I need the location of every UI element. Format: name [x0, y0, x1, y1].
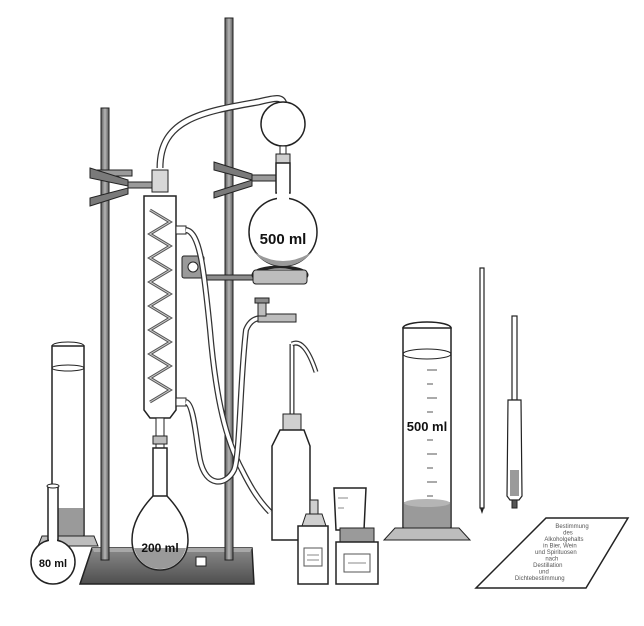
- round-flask-500: 500 ml: [248, 162, 318, 267]
- instruction-line: und: [539, 570, 549, 576]
- clamp-condenser: [89, 167, 155, 207]
- volumetric-flask-80: 80 ml: [30, 483, 76, 585]
- instruction-line: Dichtebestimmung: [515, 576, 565, 582]
- instruction-line: des: [563, 531, 573, 537]
- stand-rod-left: [100, 107, 110, 561]
- instruction-line: und Spirituosen: [535, 550, 577, 556]
- flask-80-label: 80 ml: [39, 558, 67, 570]
- graduated-cylinder-500: 500 ml: [382, 321, 472, 541]
- separatory-bulb: [260, 101, 306, 165]
- wash-bottle: [271, 340, 319, 541]
- instruction-line: in Bier, Wein: [543, 544, 577, 550]
- instruction-line: Bestimmung: [555, 524, 588, 530]
- clamp-flask: [213, 161, 281, 199]
- stand-rod-right: [224, 17, 234, 561]
- instruction-line: Destillation: [533, 563, 562, 569]
- flask-200-label: 200 ml: [141, 541, 178, 555]
- hydrometer: [506, 315, 523, 509]
- instruction-line: Alkoholgehalts: [544, 537, 583, 543]
- receiving-flask-200: 200 ml: [131, 447, 189, 571]
- cylinder-500-label: 500 ml: [407, 419, 447, 434]
- reagent-jar: [335, 527, 379, 585]
- condenser: [143, 169, 187, 449]
- distillation-tube: [156, 95, 288, 169]
- cooling-hoses: [184, 227, 273, 515]
- glass-rod: [479, 267, 485, 514]
- flask-500-label: 500 ml: [260, 231, 307, 248]
- instruction-line: nach: [545, 557, 558, 563]
- dropper-bottle: [297, 499, 329, 585]
- water-tap: [254, 297, 297, 323]
- cylinder-graduation-marks: [427, 369, 437, 497]
- graduated-cylinder-small: [37, 341, 99, 547]
- small-beaker: [333, 487, 367, 531]
